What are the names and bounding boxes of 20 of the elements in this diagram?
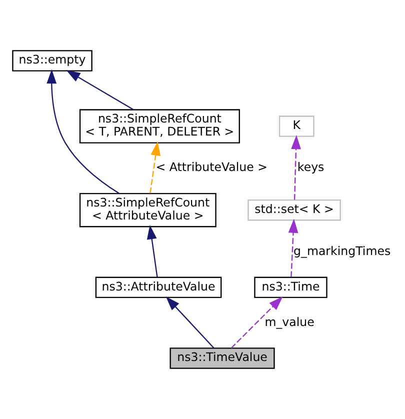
arrow <box>66 70 134 110</box>
arrow <box>150 141 161 194</box>
edge-label: g_markingTimes <box>294 244 391 258</box>
node-box: ns3::SimpleRefCount < AttributeValue > <box>79 192 216 228</box>
node-box: ns3::empty <box>12 50 92 72</box>
arrow <box>288 218 298 278</box>
edge-label: m_value <box>264 314 314 329</box>
node-box: ns3::SimpleRefCount < T, PARENT, DELETER > <box>79 109 240 144</box>
node-box: ns3::Time <box>254 276 328 298</box>
node-box: ns3::AttributeValue <box>95 276 222 298</box>
arrow <box>291 134 301 200</box>
arrow <box>146 225 158 278</box>
arrow <box>230 296 283 349</box>
edge-label: < AttributeValue > <box>156 160 268 174</box>
node-box: std::set< K > <box>248 199 341 221</box>
edge-label: keys <box>297 160 324 174</box>
node-box: K <box>278 116 314 137</box>
arrow <box>166 296 214 349</box>
arrow <box>46 69 120 194</box>
node-box: ns3::TimeValue <box>170 348 275 369</box>
